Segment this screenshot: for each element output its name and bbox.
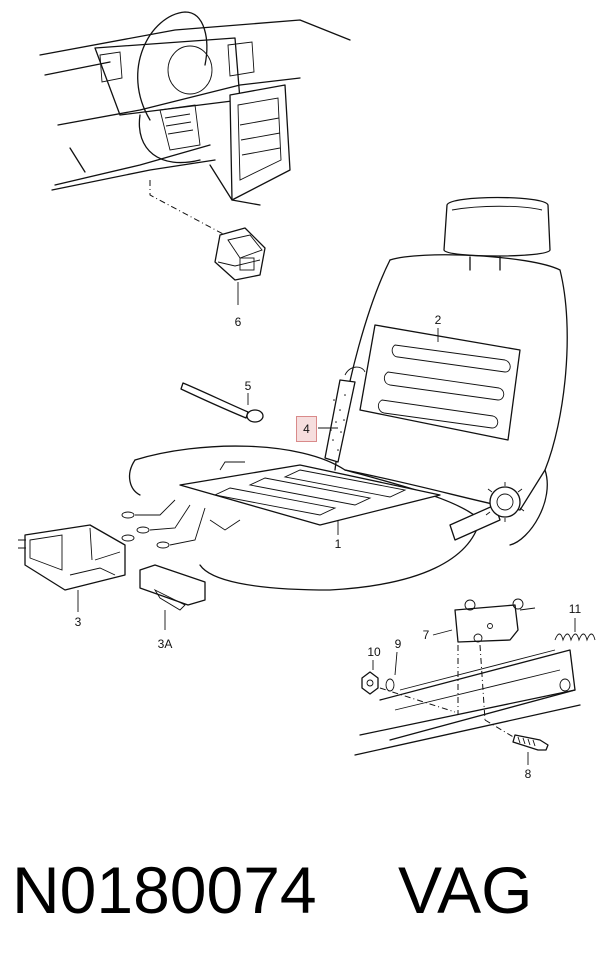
footer: N0180074 VAG	[0, 840, 600, 940]
part-label-5: 5	[245, 379, 252, 393]
part-6-switch	[214, 227, 266, 305]
part-label-1: 1	[335, 537, 342, 551]
part-label-8: 8	[525, 767, 532, 781]
leader-lines	[318, 328, 453, 636]
part-label-6: 6	[235, 315, 242, 329]
part-label-7: 7	[423, 628, 430, 642]
brand-name: VAG	[398, 853, 533, 927]
part-3a-bracket	[139, 564, 206, 630]
dashboard-illustration	[39, 11, 351, 236]
part-label-11: 11	[569, 602, 582, 616]
part-label-2: 2	[435, 313, 442, 327]
part-number: N0180074	[12, 853, 317, 927]
part-5-cable-tie	[180, 382, 264, 423]
microswitch-assembly	[354, 598, 596, 765]
part-label-3a: 3A	[158, 637, 173, 651]
parts-diagram: 6 2 5 1 3 3A 7 11 10 9 8	[18, 11, 596, 781]
seat-illustration	[121, 196, 568, 591]
part-label-10: 10	[367, 645, 381, 659]
highlighted-part-box	[296, 416, 317, 442]
part-label-3: 3	[75, 615, 82, 629]
part-label-4[interactable]: 4	[303, 422, 310, 436]
part-label-9: 9	[395, 637, 402, 651]
part-3-control-unit	[18, 524, 126, 612]
connector-icons	[121, 511, 170, 549]
